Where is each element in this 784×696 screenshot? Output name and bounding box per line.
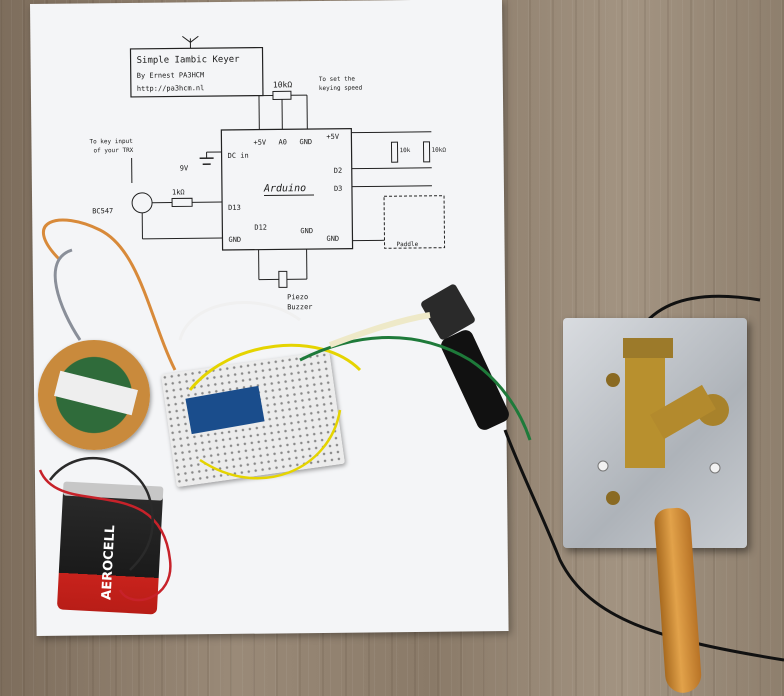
transistor-label: BC547 xyxy=(92,207,113,215)
red-wire xyxy=(38,469,172,602)
morse-key-brass xyxy=(597,338,729,505)
title-line-1: Simple Iambic Keyer xyxy=(137,55,241,66)
mount-hole-2 xyxy=(709,462,721,474)
key-note-1: To key input xyxy=(89,138,133,145)
black-wire xyxy=(49,456,154,571)
battery-label: 9V xyxy=(180,164,189,172)
pin-d3: D3 xyxy=(334,185,343,193)
pin-gnd-a: GND xyxy=(299,138,312,146)
resistor-label: 1kΩ xyxy=(172,188,185,196)
piezo-label-2: Buzzer xyxy=(287,303,312,311)
pot-label: 10kΩ xyxy=(273,80,293,89)
white-clip-lead xyxy=(328,312,431,348)
title-box: Simple Iambic Keyer By Ernest PA3HCM htt… xyxy=(129,35,264,98)
pin-d13: D13 xyxy=(228,204,241,212)
paddle-label: Paddle xyxy=(397,241,419,248)
pin-gnd-right: GND xyxy=(326,235,339,243)
dc-label: DC in xyxy=(228,152,249,160)
title-line-2: By Ernest PA3HCM xyxy=(137,71,205,80)
piezo-label-1: Piezo xyxy=(287,293,308,301)
morse-key-base xyxy=(563,318,747,548)
yellow-wire xyxy=(188,343,362,391)
res2-label: 10k xyxy=(400,147,411,154)
gray-wire xyxy=(53,248,82,341)
green-wire xyxy=(299,336,532,441)
transistor-circuit: To key input of your TRX BC547 1kΩ xyxy=(89,138,223,240)
pot-note-1: To set the xyxy=(319,76,356,83)
potentiometer-symbol: 10kΩ To set the keying speed xyxy=(258,76,363,130)
schematic-drawing: Simple Iambic Keyer By Ernest PA3HCM htt… xyxy=(89,35,447,311)
res3-label: 10kΩ xyxy=(432,147,447,154)
orange-wire xyxy=(42,218,177,371)
piezo-buzzer-disc xyxy=(38,340,150,450)
screw-2 xyxy=(606,491,620,505)
pin-5v-a: +5V xyxy=(253,139,267,147)
battery-symbol: 9V DC in xyxy=(180,151,249,172)
pin-gnd-left: GND xyxy=(228,236,241,244)
paddle-circuit: 10k 10kΩ Paddle xyxy=(351,131,447,249)
white-wire xyxy=(178,301,301,341)
pin-5v-b: +5V xyxy=(326,133,340,141)
piezo-symbol: Piezo Buzzer xyxy=(258,249,313,311)
pin-a0: A0 xyxy=(278,138,287,146)
arduino-box: Arduino +5V A0 GND +5V D2 D3 D13 GND D12… xyxy=(220,128,354,251)
schematic-paper: Simple Iambic Keyer By Ernest PA3HCM htt… xyxy=(30,0,509,636)
pin-d12: D12 xyxy=(254,224,267,232)
yellow-wire-2 xyxy=(199,409,342,480)
screw-1 xyxy=(606,373,620,387)
key-note-2: of your TRX xyxy=(94,147,134,154)
pot-note-2: keying speed xyxy=(319,85,363,92)
pin-gnd-mid: GND xyxy=(300,227,313,235)
arduino-label: Arduino xyxy=(263,183,306,194)
pin-d2: D2 xyxy=(334,167,343,175)
brass-arm xyxy=(650,384,716,440)
title-line-3: http://pa3hcm.nl xyxy=(137,84,205,93)
brass-bridge xyxy=(623,338,673,358)
mount-hole-1 xyxy=(597,460,609,472)
